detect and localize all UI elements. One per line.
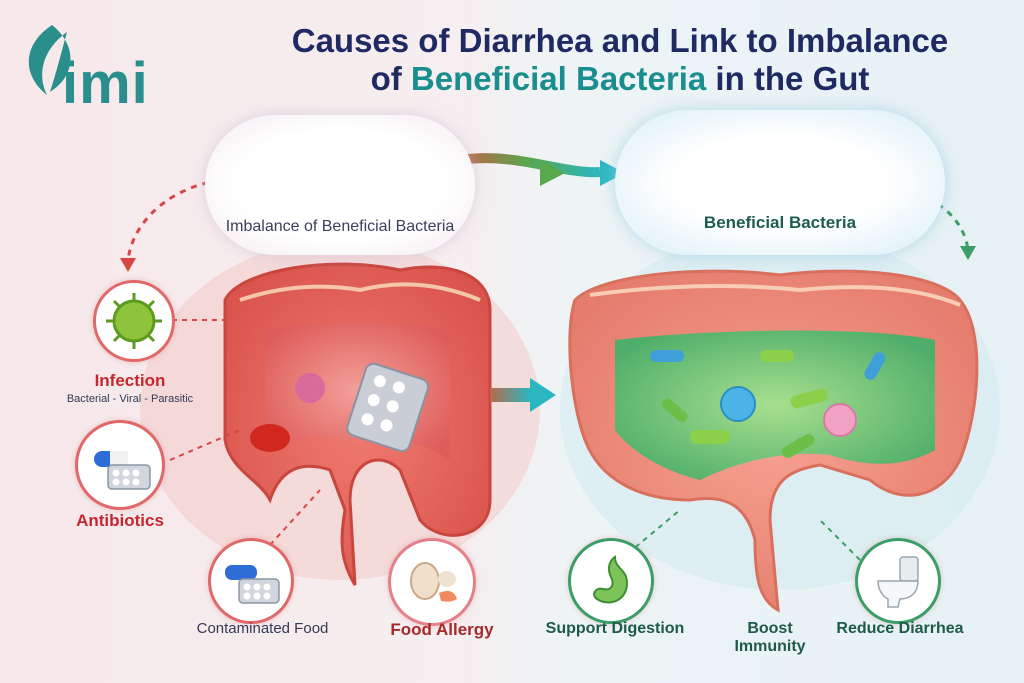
logo-text: imi [62, 51, 149, 116]
infection-sublabel: Bacterial - Viral - Parasitic [66, 393, 194, 405]
boost-immunity-label: Boost Immunity [715, 620, 825, 656]
stomach-icon [593, 555, 629, 604]
infection-label: Infection [94, 371, 166, 390]
page-title: Causes of Diarrhea and Link to Imbalance [291, 22, 949, 59]
toilet-icon [877, 556, 919, 608]
title-highlight: Beneficial Bacteria [410, 60, 707, 97]
contaminated-food-circle [208, 538, 294, 624]
pills-icon [94, 451, 151, 490]
virus-icon [295, 373, 325, 403]
beneficial-cloud-label: Beneficial Bacteria [703, 213, 857, 232]
leaf-icon [28, 25, 71, 95]
support-digestion-label: Support Digestion [545, 620, 685, 637]
virus-icon [106, 293, 162, 349]
page-subtitle: of Beneficial Bacteria in the Gut [250, 60, 990, 98]
reduce-diarrhea-circle [855, 538, 941, 624]
infection-circle [93, 280, 175, 362]
boost-immunity-line2: Immunity [734, 638, 806, 655]
imbalance-cloud-label: Imbalance of Beneficial Bacteria [225, 218, 455, 235]
unhealthy-colon [223, 262, 492, 586]
support-digestion-circle [568, 538, 654, 624]
food-allergy-circle [388, 538, 476, 626]
brand-logo: imi [22, 20, 202, 116]
title-suffix: in the Gut [706, 60, 870, 97]
reduce-diarrhea-label: Reduce Diarrhea [836, 620, 964, 637]
egg-shrimp-icon [410, 562, 457, 602]
food-allergy-label: Food Allergy [390, 620, 494, 639]
contaminated-food-label: Contaminated Food [196, 620, 329, 637]
healthy-colon [568, 269, 979, 613]
food-pills-icon [225, 565, 280, 604]
beneficial-cloud: Beneficial Bacteria [615, 110, 945, 255]
antibiotics-circle [75, 420, 165, 510]
antibiotics-label: Antibiotics [76, 511, 164, 530]
boost-immunity-line1: Boost [747, 620, 793, 637]
imbalance-cloud: Imbalance of Beneficial Bacteria [205, 115, 475, 255]
title-prefix: of [370, 60, 411, 97]
